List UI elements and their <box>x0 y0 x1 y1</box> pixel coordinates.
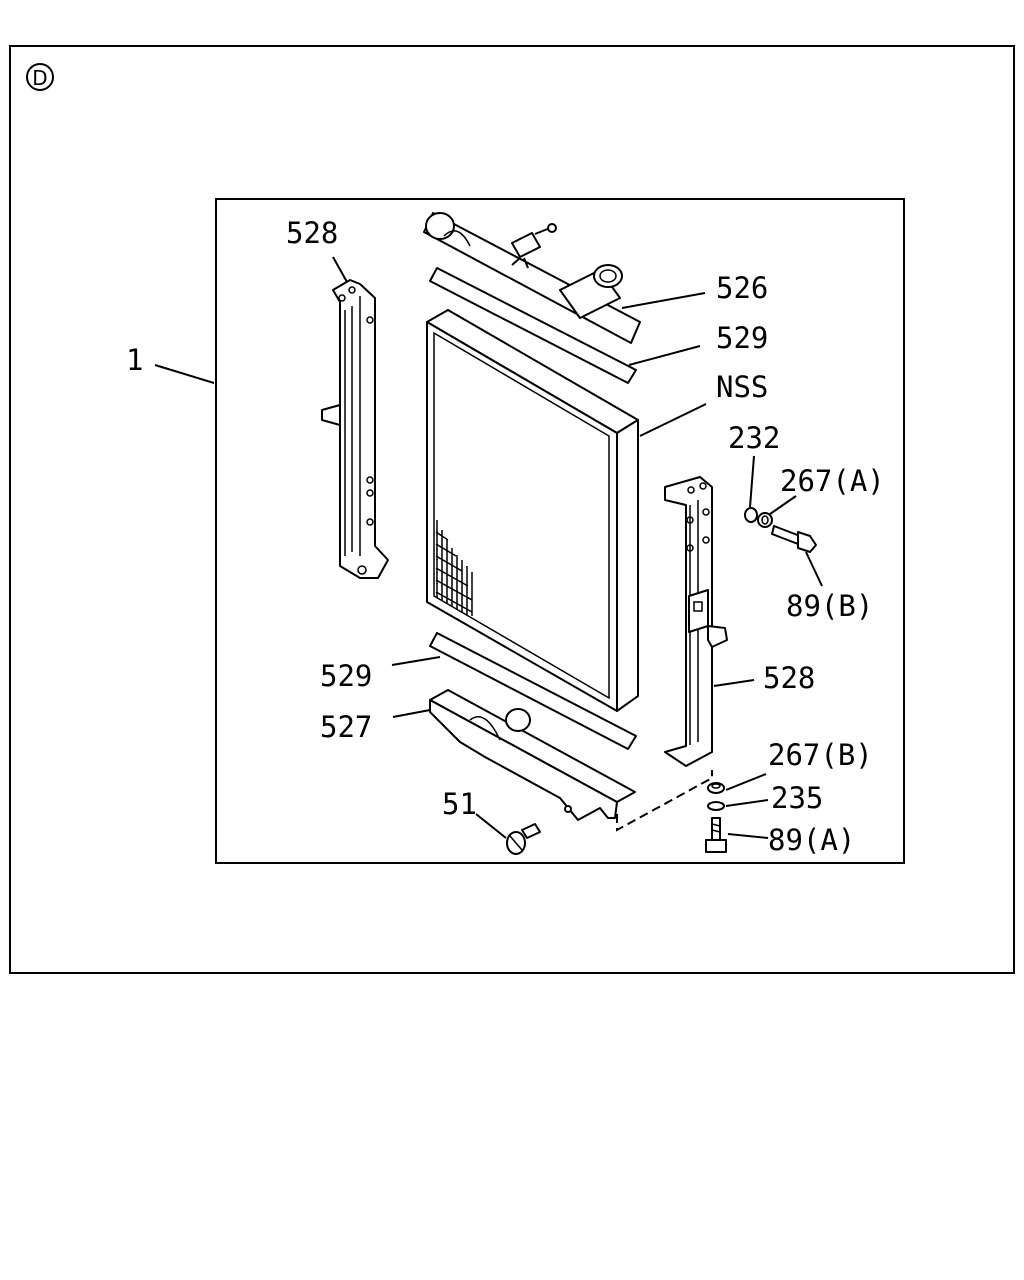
left-bracket-drawing <box>321 279 389 579</box>
callout-core: NSS <box>716 370 768 404</box>
upper-seal-drawing <box>429 267 637 384</box>
callout-part-232: 232 <box>728 421 780 455</box>
section-marker-letter: D <box>32 66 47 90</box>
callout-part-235: 235 <box>771 781 823 815</box>
callout-lower-tank: 527 <box>320 710 372 744</box>
inner-frame <box>215 198 905 864</box>
upper-tank-drawing <box>423 212 641 344</box>
callout-part-89b: 89(B) <box>786 589 873 623</box>
leader-lines <box>154 256 823 839</box>
section-marker: D <box>26 63 54 91</box>
callout-bracket-right: 528 <box>763 661 815 695</box>
callout-assembly: 1 <box>126 343 143 377</box>
callout-bracket-left: 528 <box>286 216 338 250</box>
radiator-core-drawing <box>426 309 639 712</box>
lower-seal-drawing <box>429 632 637 750</box>
callout-upper-tank: 526 <box>716 271 768 305</box>
outer-frame <box>9 45 1015 974</box>
assembly-dash-line <box>616 770 713 832</box>
callout-part-267b: 267(B) <box>768 738 873 772</box>
callout-seal-upper: 529 <box>716 321 768 355</box>
callout-part-51: 51 <box>442 787 477 821</box>
callout-part-267a: 267(A) <box>780 464 885 498</box>
callout-seal-lower: 529 <box>320 659 372 693</box>
fasteners-upper-drawing <box>744 507 817 553</box>
fasteners-lower-drawing <box>705 782 727 853</box>
right-bracket-drawing <box>664 476 728 767</box>
section-marker-circle <box>26 63 54 91</box>
callout-part-89a: 89(A) <box>768 823 855 857</box>
drain-plug-drawing <box>506 823 541 855</box>
lower-tank-drawing <box>429 689 636 821</box>
